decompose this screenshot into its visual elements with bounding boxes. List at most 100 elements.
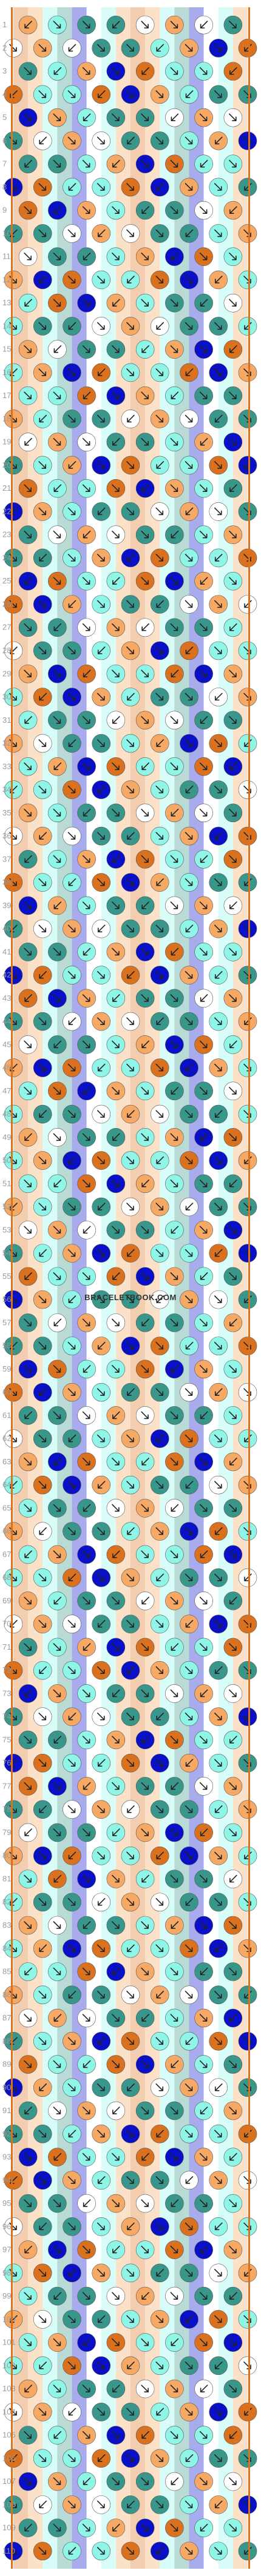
knot-arrow-icon bbox=[24, 21, 32, 28]
knot-arrow-icon bbox=[200, 1411, 208, 1419]
knot-arrow-icon bbox=[126, 1063, 134, 1072]
knot-arrow-icon bbox=[67, 1063, 76, 1072]
knot-arrow-icon bbox=[185, 229, 194, 237]
knot-arrow-icon bbox=[126, 1434, 134, 1442]
knot-arrow-icon bbox=[155, 785, 164, 794]
knot-arrow-icon bbox=[82, 2431, 90, 2439]
knot-arrow-icon bbox=[53, 623, 62, 631]
knot-arrow-icon bbox=[156, 2547, 164, 2555]
knot-arrow-icon bbox=[53, 484, 62, 493]
knot-arrow-icon bbox=[214, 461, 222, 469]
knot-arrow-icon bbox=[39, 1944, 47, 1953]
knot-arrow-icon bbox=[170, 437, 178, 446]
row-label-left: 108 bbox=[2, 2500, 16, 2509]
knot-arrow-icon bbox=[141, 391, 149, 399]
knot-arrow-icon bbox=[171, 1921, 179, 1929]
knot-arrow-icon bbox=[155, 2222, 164, 2231]
knot-arrow-icon bbox=[170, 715, 178, 724]
knot-arrow-icon bbox=[214, 2269, 222, 2277]
knot-arrow-icon bbox=[141, 2292, 149, 2300]
knot-arrow-icon bbox=[185, 554, 193, 562]
knot-arrow-icon bbox=[185, 1156, 193, 1164]
row-label-left: 17 bbox=[2, 391, 11, 400]
knot-arrow-icon bbox=[112, 2338, 120, 2346]
row-label-left: 95 bbox=[2, 2199, 11, 2208]
knot-arrow-icon bbox=[53, 1828, 61, 1836]
knot-arrow-icon bbox=[199, 1874, 208, 1883]
knot-arrow-icon bbox=[112, 21, 120, 28]
knot-arrow-icon bbox=[53, 1087, 61, 1095]
row-label-left: 24 bbox=[2, 553, 11, 562]
knot-arrow-icon bbox=[67, 1249, 76, 1257]
knot-arrow-icon bbox=[199, 113, 208, 121]
knot-arrow-icon bbox=[214, 44, 222, 52]
knot-arrow-icon bbox=[200, 437, 208, 446]
knot-arrow-icon bbox=[112, 2245, 120, 2254]
knot-arrow-icon bbox=[200, 1550, 208, 1558]
knot-arrow-icon bbox=[53, 2477, 61, 2485]
knot-arrow-icon bbox=[127, 1388, 135, 1396]
knot-arrow-icon bbox=[185, 1619, 194, 1628]
knot-arrow-icon bbox=[39, 2222, 47, 2231]
knot-arrow-icon bbox=[155, 1063, 164, 1072]
knot-arrow-icon bbox=[83, 1226, 91, 1234]
knot-arrow-icon bbox=[97, 1573, 105, 1581]
knot-arrow-icon bbox=[112, 1133, 120, 1141]
knot-arrow-icon bbox=[82, 299, 90, 307]
row-label-left: 91 bbox=[2, 2106, 11, 2115]
knot-arrow-icon bbox=[229, 1365, 237, 1373]
knot-arrow-icon bbox=[38, 368, 47, 376]
knot-arrow-icon bbox=[82, 2153, 90, 2161]
knot-arrow-icon bbox=[9, 1110, 17, 1118]
knot-arrow-icon bbox=[39, 1805, 47, 1813]
knot-arrow-icon bbox=[24, 1643, 32, 1651]
row-label-left: 67 bbox=[2, 1550, 11, 1559]
knot-arrow-icon bbox=[200, 159, 208, 168]
knot-arrow-icon bbox=[214, 1759, 222, 1767]
knot-arrow-icon bbox=[97, 276, 105, 284]
row-label-left: 54 bbox=[2, 1249, 11, 1258]
knot-arrow-icon bbox=[229, 1504, 237, 1512]
knot-arrow-icon bbox=[97, 554, 105, 562]
knot-arrow-icon bbox=[170, 299, 178, 307]
knot-arrow-icon bbox=[53, 2199, 61, 2207]
knot-arrow-icon bbox=[229, 1318, 237, 1327]
knot-arrow-icon bbox=[199, 1318, 208, 1327]
knot-arrow-icon bbox=[155, 1481, 164, 1489]
knot-arrow-icon bbox=[127, 276, 135, 284]
knot-arrow-icon bbox=[229, 1226, 237, 1234]
row-label-left: 13 bbox=[2, 298, 11, 307]
knot-arrow-icon bbox=[199, 2014, 208, 2022]
knot-arrow-icon bbox=[199, 484, 208, 493]
knot-arrow-icon bbox=[141, 1736, 149, 1744]
knot-arrow-icon bbox=[53, 113, 61, 121]
knot-arrow-icon bbox=[199, 1643, 208, 1651]
row-label-left: 41 bbox=[2, 947, 11, 956]
knot-arrow-icon bbox=[214, 1063, 222, 1072]
knot-arrow-icon bbox=[24, 1318, 32, 1327]
knot-arrow-icon bbox=[126, 2547, 134, 2555]
knot-arrow-icon bbox=[83, 1921, 91, 1929]
knot-arrow-icon bbox=[67, 646, 76, 654]
knot-arrow-icon bbox=[39, 1249, 47, 1257]
knot-arrow-icon bbox=[24, 484, 32, 493]
row-label-left: 19 bbox=[2, 437, 11, 446]
row-label-left: 5 bbox=[2, 113, 7, 122]
knot-arrow-icon bbox=[53, 252, 61, 261]
knot-arrow-icon bbox=[24, 669, 32, 678]
knot-arrow-icon bbox=[229, 1828, 237, 1836]
knot-arrow-icon bbox=[155, 925, 164, 932]
knot-arrow-icon bbox=[156, 2130, 164, 2138]
knot-arrow-icon bbox=[141, 1550, 149, 1558]
knot-arrow-icon bbox=[24, 1180, 32, 1187]
knot-arrow-icon bbox=[126, 2176, 134, 2184]
knot-arrow-icon bbox=[170, 1411, 178, 1419]
knot-arrow-icon bbox=[126, 461, 134, 469]
knot-arrow-icon bbox=[199, 2199, 208, 2207]
knot-arrow-icon bbox=[126, 1156, 134, 1164]
knot-arrow-icon bbox=[39, 414, 47, 423]
knot-arrow-icon bbox=[214, 2037, 222, 2045]
knot-arrow-icon bbox=[9, 136, 17, 145]
knot-arrow-icon bbox=[185, 2083, 193, 2091]
knot-arrow-icon bbox=[185, 44, 193, 52]
